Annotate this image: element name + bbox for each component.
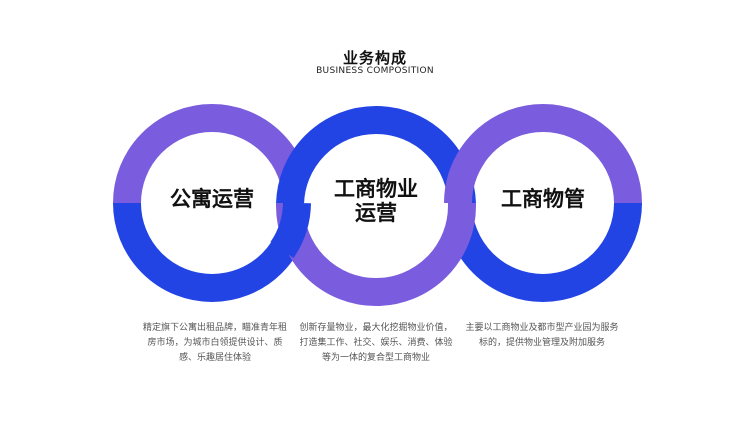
ring-left — [113, 104, 311, 302]
segment-description-apartment: 精定旗下公寓出租品牌，瞄准青年租 房市场，为城市白领提供设计、质 感、乐趣居住体… — [125, 321, 305, 366]
description-line: 创新存量物业，最大化挖掘物业价值， — [299, 323, 453, 333]
segment-label-commercial-operation-line1: 工商物业 — [334, 177, 418, 201]
description-line: 主要以工商物业及都市型产业园为服务 — [465, 323, 619, 333]
segment-description-property-management: 主要以工商物业及都市型产业园为服务 标的，提供物业管理及附加服务 — [452, 321, 632, 351]
segment-label-commercial-operation-line2: 运营 — [355, 201, 397, 226]
description-line: 精定旗下公寓出租品牌，瞄准青年租 — [142, 323, 287, 333]
description-line: 标的，提供物业管理及附加服务 — [478, 338, 605, 348]
description-line: 打造集工作、社交、娱乐、消费、体验 — [299, 338, 453, 348]
segment-label-apartment-line1: 公寓运营 — [170, 187, 254, 211]
section-title: 业务构成 — [342, 49, 407, 67]
segment-label-commercial-operation: 工商物业 运营 — [306, 177, 446, 225]
description-line: 感、乐趣居住体验 — [178, 353, 251, 363]
ring-right-overlap — [444, 147, 485, 204]
segment-label-apartment: 公寓运营 — [142, 187, 282, 211]
segment-label-property-management: 工商物管 — [473, 187, 613, 211]
section-subtitle: BUSINESS COMPOSITION — [316, 66, 434, 76]
segment-description-commercial-operation: 创新存量物业，最大化挖掘物业价值， 打造集工作、社交、娱乐、消费、体验 等为一体… — [286, 321, 466, 366]
ring-left-overlap — [270, 202, 311, 258]
ring-right — [444, 104, 642, 302]
segment-label-property-management-line1: 工商物管 — [501, 187, 585, 211]
description-line: 等为一体的复合型工商物业 — [321, 353, 430, 363]
description-line: 房市场，为城市白领提供设计、质 — [147, 338, 283, 348]
